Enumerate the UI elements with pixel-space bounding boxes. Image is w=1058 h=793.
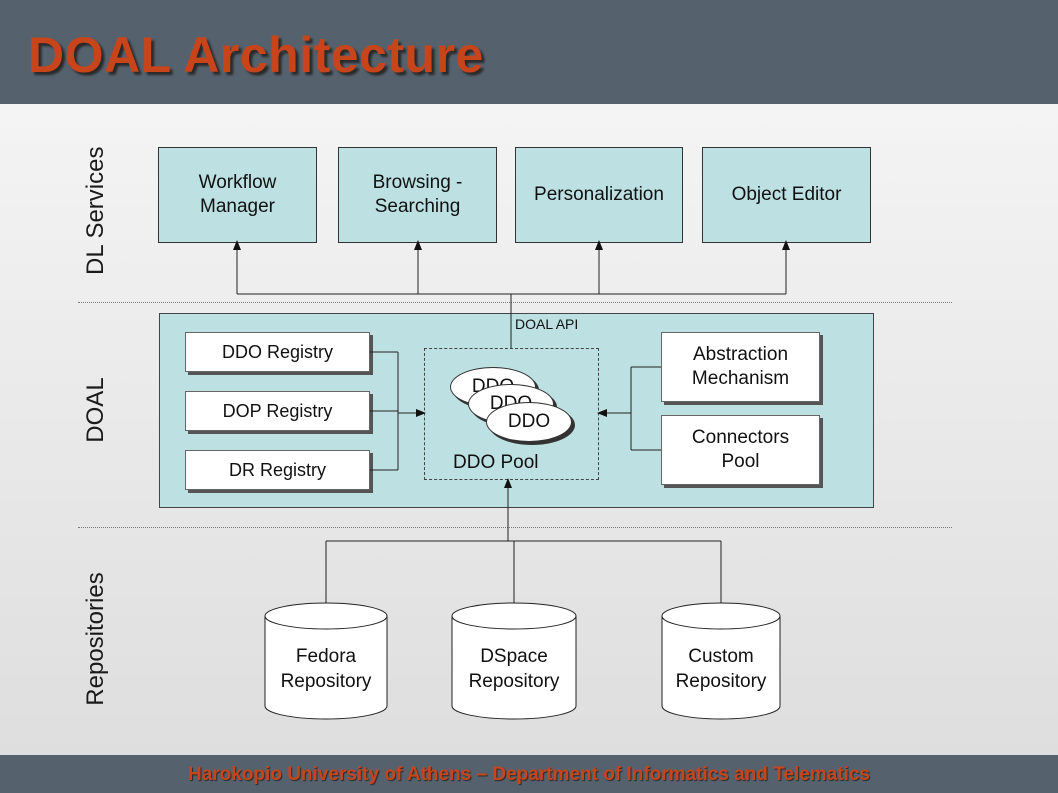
divider-doal-repositories: [78, 527, 952, 528]
dr-registry-box: DR Registry: [185, 450, 370, 490]
browsing-searching-box: Browsing - Searching: [338, 147, 497, 243]
ddo-pool-label: DDO Pool: [453, 452, 539, 473]
abstraction-mechanism-box: Abstraction Mechanism: [661, 332, 820, 402]
connectors-pool-box: Connectors Pool: [661, 415, 820, 485]
header-bar: DOAL Architecture: [0, 0, 1058, 104]
fedora-repository-label: Fedora Repository: [280, 646, 372, 692]
fedora-repository-cylinder: [264, 602, 388, 720]
doal-api-label: DOAL API: [515, 316, 579, 332]
dspace-repository-label: DSpace Repository: [468, 646, 560, 692]
page-title: DOAL Architecture: [28, 27, 484, 83]
personalization-box: Personalization: [515, 147, 683, 243]
footer-text: Harokopio University of Athens – Departm…: [187, 764, 871, 785]
footer-bar: Harokopio University of Athens – Departm…: [0, 755, 1058, 793]
custom-repository-label: Custom Repository: [675, 646, 767, 692]
dspace-repository-cylinder: [451, 602, 577, 720]
divider-services-doal: [78, 302, 952, 303]
ddo-object-3: DDO: [486, 402, 572, 442]
dop-registry-box: DOP Registry: [185, 391, 370, 431]
ddo-registry-box: DDO Registry: [185, 332, 370, 372]
custom-repository-cylinder: [661, 602, 781, 720]
object-editor-box: Object Editor: [702, 147, 871, 243]
